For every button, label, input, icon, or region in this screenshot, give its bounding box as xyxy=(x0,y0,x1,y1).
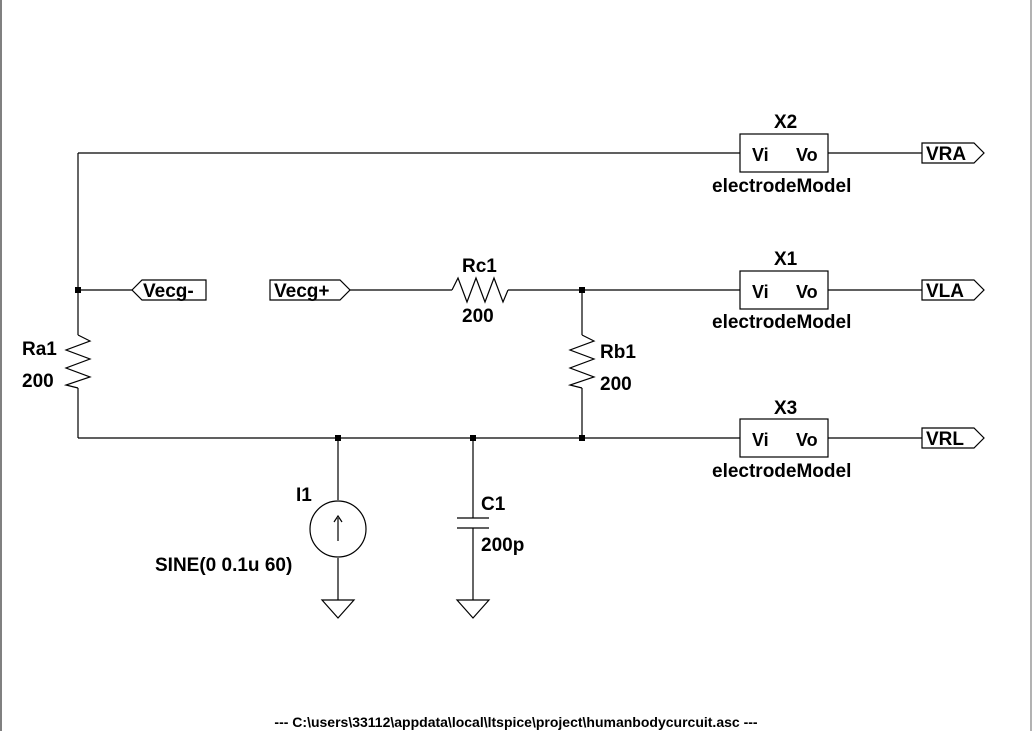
subcircuit-x3[interactable]: Vi Vo X3 electrodeModel xyxy=(712,398,851,482)
current-arrow-head-icon xyxy=(333,514,343,523)
pin-vi-label: Vi xyxy=(752,145,769,165)
subcircuit-box xyxy=(739,418,829,458)
ground-icon xyxy=(455,599,491,619)
pin-vo-label: Vo xyxy=(796,145,818,165)
pin-vo-label: Vo xyxy=(796,282,818,302)
resistor-rb1[interactable]: Rb1 200 xyxy=(567,334,636,395)
rb1-value: 200 xyxy=(600,374,632,395)
resistor-rc1[interactable]: Rc1 200 xyxy=(451,256,509,327)
net-label-vra[interactable]: VRA xyxy=(921,142,985,165)
resistor-symbol xyxy=(63,334,92,389)
port-vecg-plus[interactable]: Vecg+ xyxy=(269,279,351,302)
ground-icon xyxy=(320,599,356,619)
resistor-symbol xyxy=(567,334,596,389)
vla-label: VLA xyxy=(926,281,964,302)
x2-ref: X2 xyxy=(774,112,797,133)
pin-vo-label: Vo xyxy=(796,430,818,450)
ra1-value: 200 xyxy=(22,371,54,392)
vrl-label: VRL xyxy=(926,429,964,450)
net-flag xyxy=(921,427,985,449)
junction-dot xyxy=(335,435,341,441)
i1-ref: I1 xyxy=(296,485,312,506)
x2-model: electrodeModel xyxy=(712,176,851,197)
wires xyxy=(77,152,922,600)
x1-ref: X1 xyxy=(774,249,798,270)
rc1-ref: Rc1 xyxy=(462,256,497,277)
x3-model: electrodeModel xyxy=(712,461,851,482)
junction-dot xyxy=(579,435,585,441)
c1-ref: C1 xyxy=(481,494,506,515)
ra1-ref: Ra1 xyxy=(22,339,57,360)
resistor-ra1[interactable]: Ra1 200 xyxy=(22,334,92,392)
rc1-value: 200 xyxy=(462,306,494,327)
subcircuit-box xyxy=(739,133,829,173)
junction-dot xyxy=(470,435,476,441)
net-flag xyxy=(921,279,985,301)
i1-value: SINE(0 0.1u 60) xyxy=(155,555,292,576)
net-flag xyxy=(921,142,985,164)
x3-ref: X3 xyxy=(774,398,797,419)
current-source-i1[interactable]: I1 SINE(0 0.1u 60) xyxy=(155,485,367,576)
subcircuit-x2[interactable]: Vi Vo X2 electrodeModel xyxy=(712,112,851,197)
subcircuit-x1[interactable]: Vi Vo X1 electrodeModel xyxy=(712,249,851,333)
junction-dot xyxy=(579,287,585,293)
net-label-vrl[interactable]: VRL xyxy=(921,427,985,450)
vecg-plus-label: Vecg+ xyxy=(274,281,329,302)
vecg-minus-label: Vecg- xyxy=(143,281,194,302)
file-path-footer: --- C:\users\33112\appdata\local\ltspice… xyxy=(274,714,757,730)
net-label-vla[interactable]: VLA xyxy=(921,279,985,302)
port-flag xyxy=(269,279,351,301)
resistor-symbol xyxy=(451,276,509,304)
junction-dot xyxy=(75,287,81,293)
vra-label: VRA xyxy=(926,144,966,165)
capacitor-c1[interactable]: C1 200p xyxy=(457,494,524,556)
pin-vi-label: Vi xyxy=(752,282,769,302)
pin-vi-label: Vi xyxy=(752,430,769,450)
port-vecg-minus[interactable]: Vecg- xyxy=(131,279,207,302)
rb1-ref: Rb1 xyxy=(600,342,636,363)
x1-model: electrodeModel xyxy=(712,312,851,333)
junctions xyxy=(75,287,585,441)
c1-value: 200p xyxy=(481,535,524,556)
port-flag xyxy=(131,279,207,301)
subcircuit-box xyxy=(739,270,829,310)
